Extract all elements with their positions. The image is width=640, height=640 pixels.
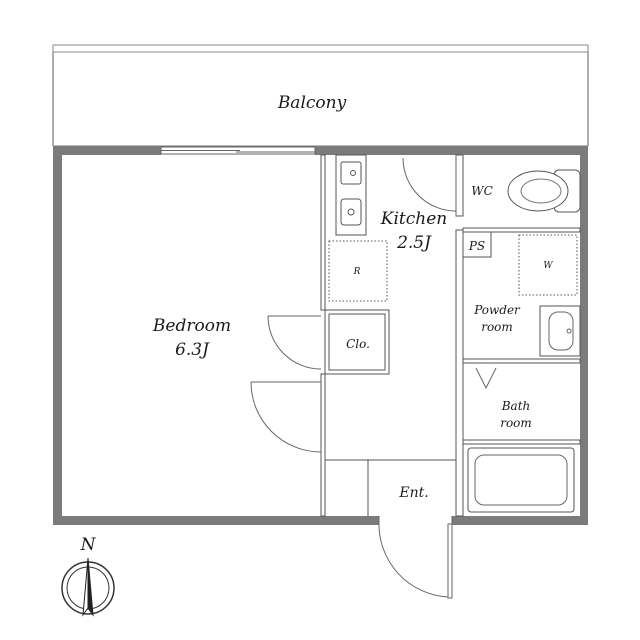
kitchen-door-swing <box>402 157 457 212</box>
pipe-shaft: PS <box>462 231 492 258</box>
ps-label: PS <box>468 239 485 253</box>
bath-door-swing <box>475 367 497 390</box>
kitchen-name: Kitchen <box>380 209 447 229</box>
kitchen-counter <box>335 154 367 236</box>
toilet-icon <box>507 169 581 213</box>
bedroom-doors <box>250 315 322 453</box>
balcony-area: Balcony <box>52 44 589 147</box>
balcony-label: Balcony <box>277 93 347 113</box>
north-arrow-icon: N <box>61 535 115 617</box>
closet: Clo. <box>324 309 390 375</box>
kitchen-size: 2.5J <box>396 233 432 253</box>
closet-label: Clo. <box>346 337 370 351</box>
wash-basin-icon <box>539 305 581 357</box>
exterior-walls <box>53 146 588 525</box>
north-label: N <box>80 535 97 555</box>
entrance-label: Ent. <box>398 485 428 501</box>
bathtub-icon <box>467 447 575 513</box>
powder-room-label-line2: room <box>481 320 513 334</box>
refrigerator-space: R <box>328 240 388 302</box>
washer-space: W <box>518 234 578 296</box>
bedroom-name: Bedroom <box>152 316 231 336</box>
wc-label: WC <box>471 184 493 198</box>
balcony-sliding-door <box>160 146 316 155</box>
bath-room-label-line1: Bath <box>501 399 531 413</box>
bedroom-size: 6.3J <box>175 340 210 360</box>
entrance-door <box>378 516 453 599</box>
bath-room-label-line2: room <box>500 416 532 430</box>
refrigerator-label: R <box>353 267 361 277</box>
powder-room-label-line1: Powder <box>473 303 521 317</box>
washer-label: W <box>543 261 553 271</box>
